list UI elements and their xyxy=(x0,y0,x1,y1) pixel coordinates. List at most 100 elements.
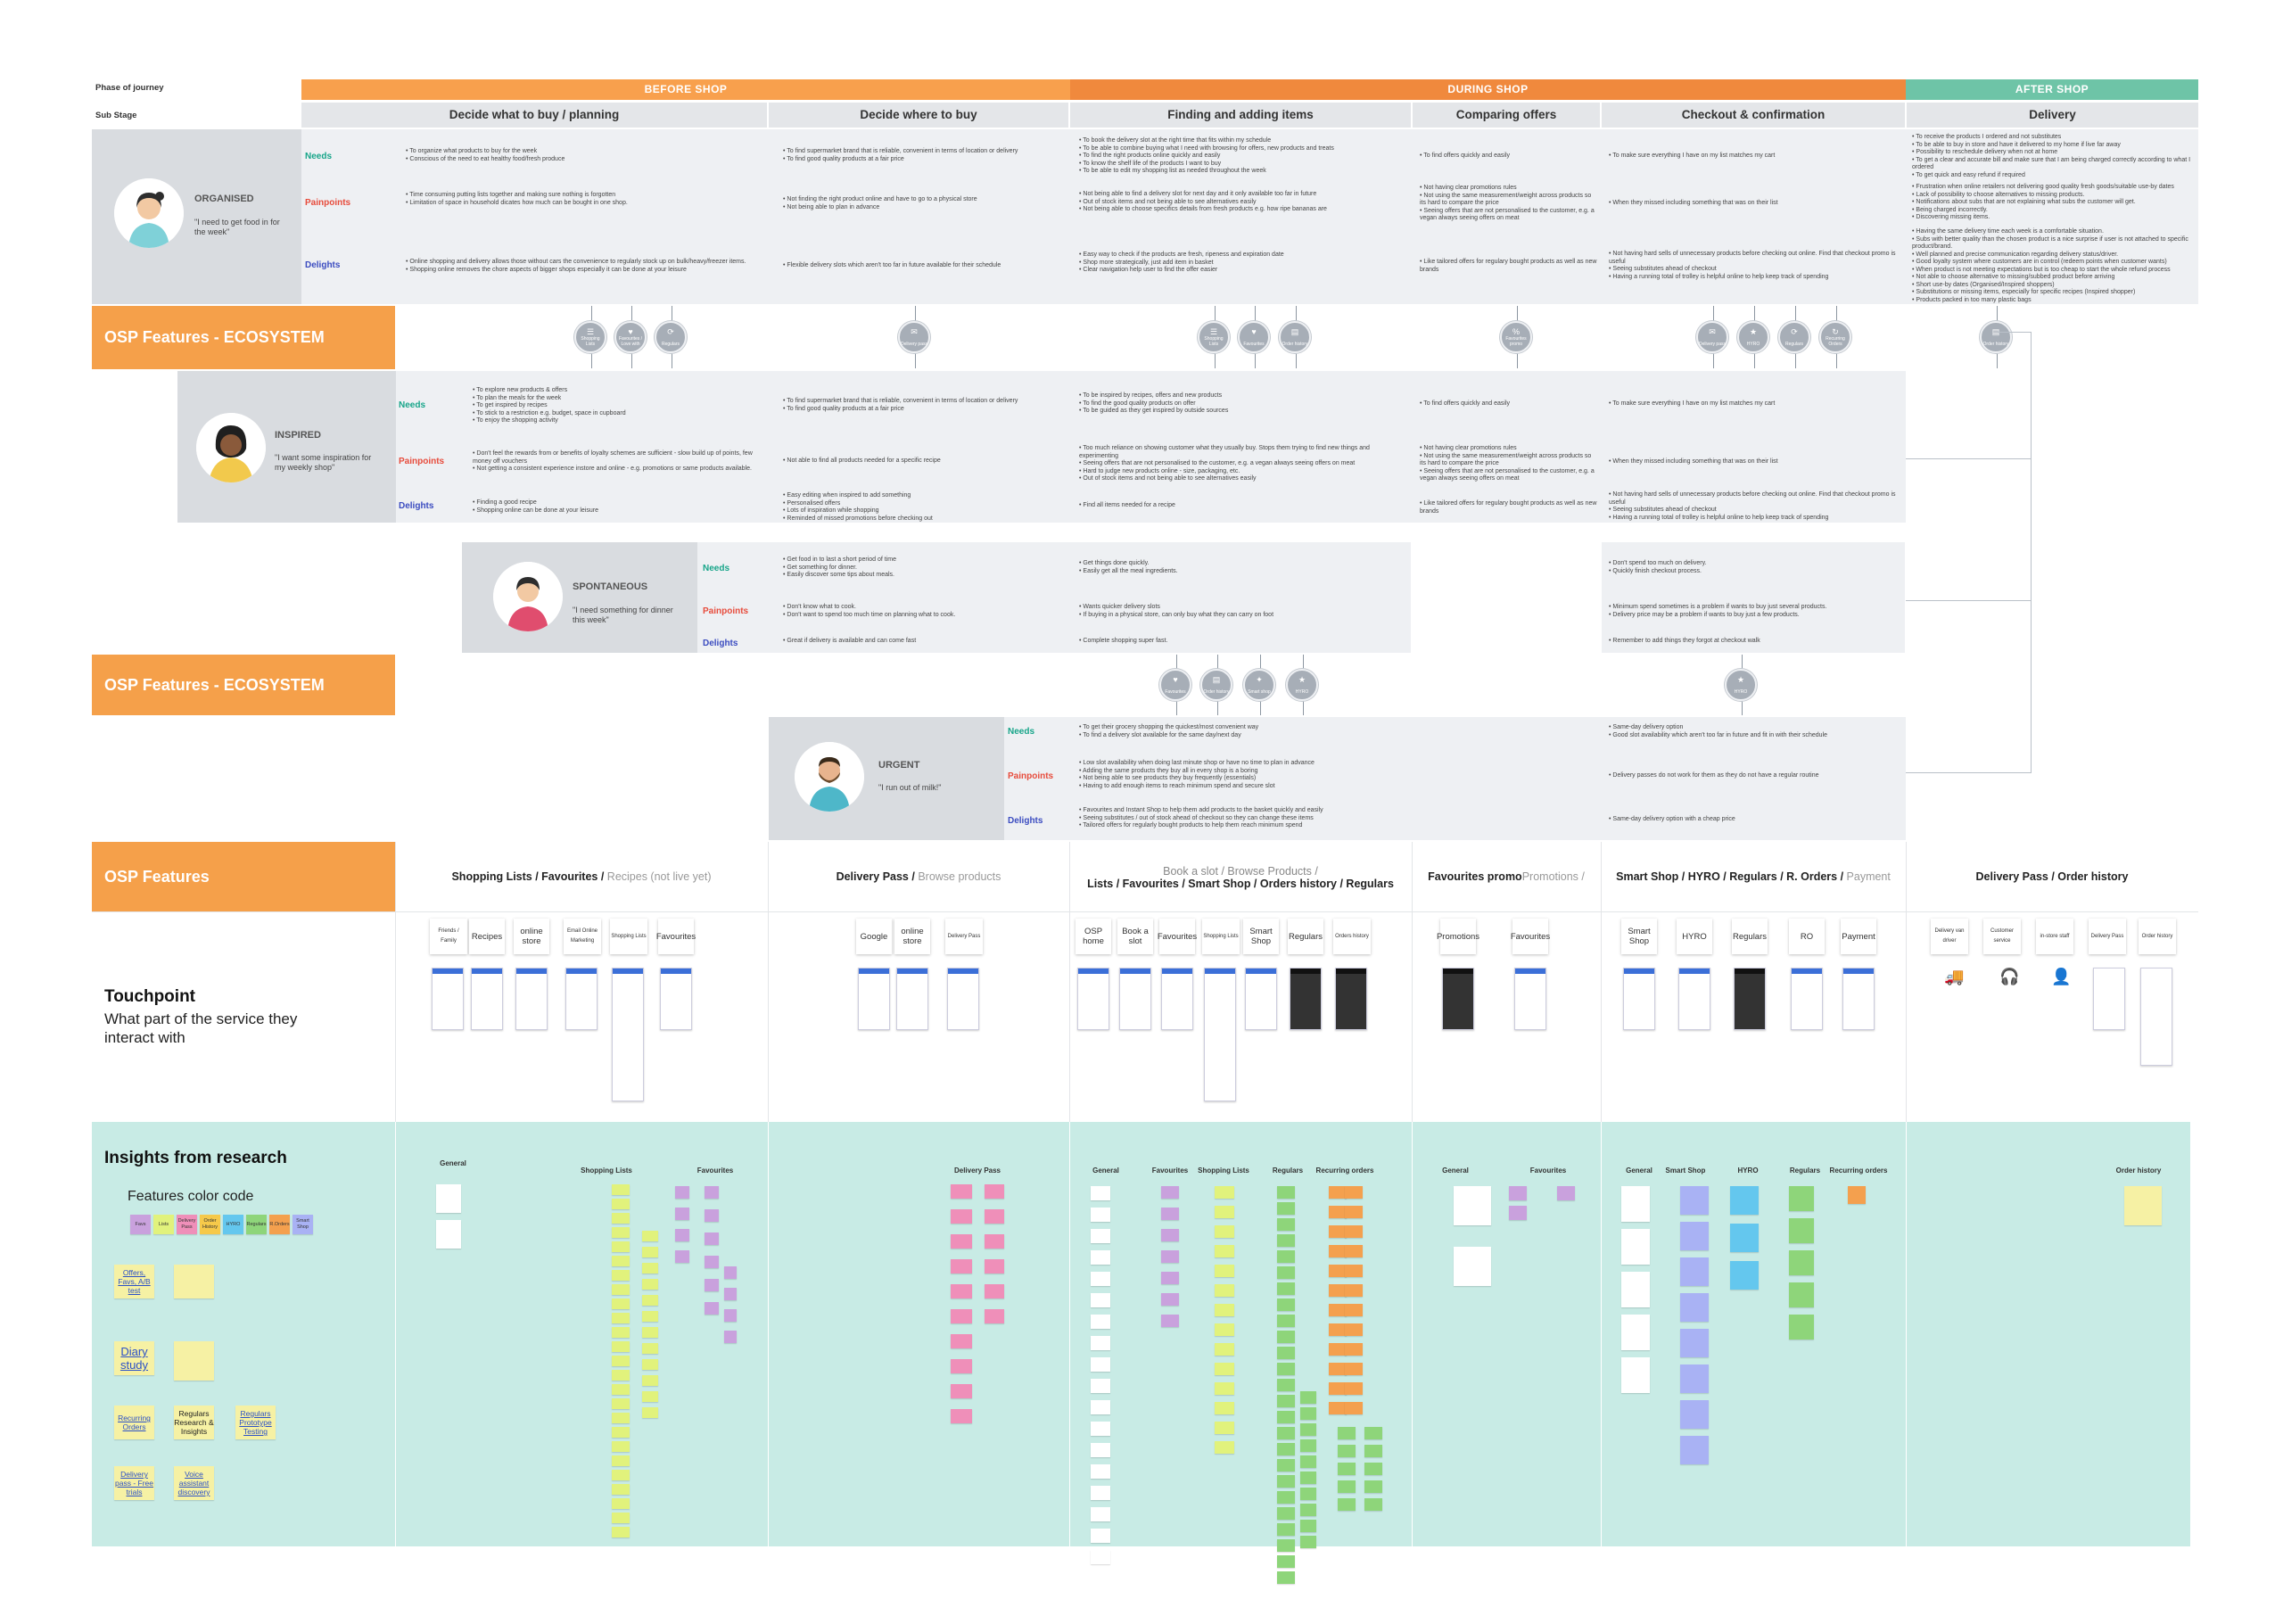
insights-panel xyxy=(92,1122,2190,1546)
screen-header xyxy=(859,969,889,974)
feature-bubble-label: Smart shop xyxy=(1248,689,1271,695)
feature-bubble[interactable]: ✉Delivery pass xyxy=(898,321,930,353)
screen-header xyxy=(472,969,502,974)
feature-bubble[interactable]: %Favourites promo xyxy=(1500,321,1532,353)
touchpoint-card[interactable]: Book a slot xyxy=(1117,919,1153,954)
sticky-note xyxy=(985,1259,1004,1274)
research-link[interactable]: Voice assistant discovery xyxy=(174,1466,214,1500)
sticky-note xyxy=(1300,1488,1316,1500)
touchpoint-card[interactable]: Recipes xyxy=(469,919,505,954)
sticky-note xyxy=(1277,1395,1295,1407)
feature-bubble[interactable]: ★HYRO xyxy=(1725,669,1757,701)
sticky-note xyxy=(612,1413,630,1423)
touchpoint-card[interactable]: Customer service xyxy=(1983,919,2021,954)
feature-bubble-label: Order history xyxy=(1282,342,1308,347)
ins-needs-3: • To find offers quickly and easily xyxy=(1420,400,1511,407)
touchpoint-card[interactable]: RO xyxy=(1789,919,1825,954)
ins-pain-0: • Don't feel the rewards from or benefit… xyxy=(473,450,753,472)
sticky-note xyxy=(1789,1250,1814,1275)
research-link[interactable]: Regulars Research & Insights xyxy=(174,1406,214,1439)
feature-bubble[interactable]: ★HYRO xyxy=(1286,669,1318,701)
touchpoint-card[interactable]: Favourites xyxy=(1158,919,1197,954)
touchpoint-card[interactable]: Regulars xyxy=(1288,919,1323,954)
sticky-note xyxy=(642,1295,658,1306)
touchpoint-card[interactable]: Favourites xyxy=(1511,919,1550,954)
screen-header xyxy=(1515,969,1545,974)
sticky-note xyxy=(1277,1491,1295,1504)
col-divider xyxy=(395,842,396,1122)
touchpoint-card[interactable]: Shopping Lists xyxy=(1202,919,1240,954)
insight-column-head: General xyxy=(440,1159,466,1167)
sticky-note xyxy=(1329,1363,1347,1375)
sticky-note xyxy=(612,1498,630,1509)
sticky-note xyxy=(2124,1186,2162,1225)
sticky-note xyxy=(1277,1315,1295,1327)
sticky-note xyxy=(1329,1245,1347,1257)
screen-header xyxy=(1792,969,1822,974)
org-needs-5: • To receive the products I ordered and … xyxy=(1912,134,2191,178)
feature-bubble[interactable]: ♥Favourites xyxy=(1159,669,1191,701)
sticky-note xyxy=(1345,1304,1363,1316)
spo-needs-0: • Get food in to last a short period of … xyxy=(783,556,896,578)
sticky-note xyxy=(1161,1250,1179,1263)
feature-bubble[interactable]: ▤Order history xyxy=(1200,669,1232,701)
feature-bubble[interactable]: ▤Order history xyxy=(1279,321,1311,353)
feature-icon: ✦ xyxy=(1256,675,1263,684)
feature-bubble[interactable]: ☰Shopping Lists xyxy=(574,321,606,353)
research-link[interactable]: Recurring Orders xyxy=(114,1406,154,1439)
feature-bubble[interactable]: ▤Order history xyxy=(1980,321,2012,353)
touchpoint-card[interactable]: Email Online Marketing xyxy=(564,919,601,954)
touchpoint-card[interactable]: Regulars xyxy=(1732,919,1768,954)
touchpoint-card[interactable]: Smart Shop xyxy=(1621,919,1657,954)
needs-label: Needs xyxy=(399,400,426,410)
touchpoint-card[interactable]: Friends / Family xyxy=(430,919,467,954)
touchpoint-card[interactable]: Shopping Lists xyxy=(610,919,647,954)
feature-bubble[interactable]: ⟳Regulars xyxy=(1778,321,1810,353)
sticky-note xyxy=(705,1279,719,1291)
touchpoint-card[interactable]: Smart Shop xyxy=(1243,919,1279,954)
feature-bubble[interactable]: ↻Recurring Orders xyxy=(1819,321,1851,353)
feature-bubble[interactable]: ⟳Regulars xyxy=(655,321,687,353)
sticky-note xyxy=(1215,1186,1234,1199)
insight-column-head: Favourites xyxy=(696,1166,734,1175)
touchpoint-card[interactable]: Orders history xyxy=(1333,919,1371,954)
feature-bubble[interactable]: ★HYRO xyxy=(1737,321,1769,353)
research-link[interactable]: Offers, Favs, A/B test xyxy=(114,1265,154,1298)
sticky-note xyxy=(1277,1250,1295,1263)
app-screenshot xyxy=(1077,968,1109,1030)
research-link[interactable]: Regulars Prototype Testing xyxy=(235,1406,276,1439)
feature-bubble-label: Shopping Lists xyxy=(581,336,600,347)
touchpoint-card[interactable]: Order history xyxy=(2139,919,2176,954)
touchpoint-card[interactable]: Delivery Pass xyxy=(945,919,983,954)
sticky-note xyxy=(1161,1272,1179,1284)
urg-needs-1: • Same-day delivery option • Good slot a… xyxy=(1609,724,1828,738)
ins-del-4: • Not having hard sells of unnecessary p… xyxy=(1609,491,1896,521)
touchpoint-card[interactable]: Google xyxy=(856,919,892,954)
sticky-note xyxy=(612,1256,630,1266)
touchpoint-card[interactable]: Delivery Pass xyxy=(2089,919,2126,954)
touchpoint-card[interactable]: Delivery van driver xyxy=(1931,919,1968,954)
research-link[interactable]: Diary study xyxy=(114,1341,154,1375)
touchpoint-card[interactable]: OSP home xyxy=(1076,919,1111,954)
touchpoint-card[interactable]: online store xyxy=(894,919,930,954)
touchpoint-subtitle: What part of the service they interact w… xyxy=(104,1010,298,1046)
inspired-grid xyxy=(396,371,1906,523)
touchpoint-card[interactable]: HYRO xyxy=(1677,919,1712,954)
research-link[interactable]: Delivery pass - Free trials xyxy=(114,1466,154,1500)
feature-bubble[interactable]: ☰Shopping Lists xyxy=(1198,321,1230,353)
feature-bubble[interactable]: ✉Delivery pass xyxy=(1696,321,1728,353)
connector-line xyxy=(1998,332,2031,333)
feature-icon: ★ xyxy=(1749,327,1758,336)
insight-divider xyxy=(1069,1122,1070,1546)
org-pain-1: • Not finding the right product online a… xyxy=(783,196,977,210)
touchpoint-card[interactable]: Payment xyxy=(1841,919,1876,954)
spo-del-0: • Great if delivery is available and can… xyxy=(783,638,917,644)
touchpoint-card[interactable]: Promotions xyxy=(1437,919,1479,954)
touchpoint-card[interactable]: in-store staff xyxy=(2036,919,2073,954)
feature-bubble[interactable]: ♥Favourites xyxy=(1238,321,1270,353)
touchpoint-card[interactable]: online store xyxy=(514,919,549,954)
feature-bubble[interactable]: ✦ Smart shop xyxy=(1243,669,1275,701)
touchpoint-card[interactable]: Favourites xyxy=(656,919,696,954)
feature-bubble[interactable]: ♥Favourites / Love with xyxy=(614,321,647,353)
feature-icon: ✉ xyxy=(911,327,918,336)
